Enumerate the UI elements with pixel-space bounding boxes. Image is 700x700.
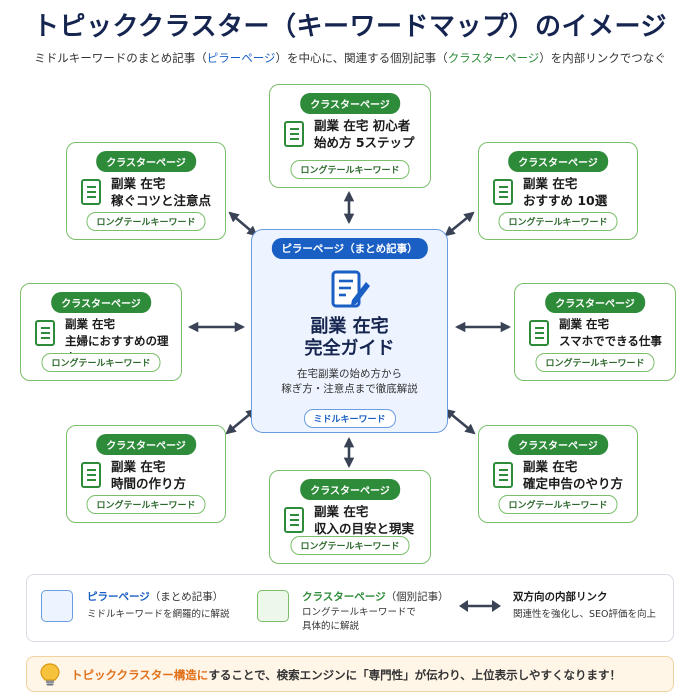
document-icon xyxy=(493,462,513,488)
document-icon xyxy=(284,507,304,533)
subtitle-part1: ミドルキーワードのまとめ記事（ xyxy=(34,51,207,65)
double-arrow-icon xyxy=(459,600,501,612)
cluster-card-tips[interactable]: クラスターページ 副業 在宅 稼ぐコツと注意点 ロングテールキーワード xyxy=(66,142,226,240)
pillar-card[interactable]: ピラーページ（まとめ記事） 副業 在宅 完全ガイド 在宅副業の始め方から 稼ぎ方… xyxy=(251,229,448,433)
cluster-keyword-badge: ロングテールキーワード xyxy=(290,160,410,179)
cluster-keyword-badge: ロングテールキーワード xyxy=(41,353,161,372)
legend-pillar-label: ピラーページ（まとめ記事） xyxy=(87,589,223,604)
cluster-keyword-badge: ロングテールキーワード xyxy=(86,212,206,231)
cluster-keyword-badge: ロングテールキーワード xyxy=(498,495,618,514)
tip-banner: トピッククラスター構造にすることで、検索エンジンに「専門性」が伝わり、上位表示し… xyxy=(26,656,674,692)
document-icon xyxy=(529,320,549,346)
cluster-tag: クラスターページ xyxy=(300,479,400,500)
pillar-tag: ピラーページ（まとめ記事） xyxy=(271,238,428,259)
cluster-title: 副業 在宅 稼ぐコツと注意点 xyxy=(111,176,212,208)
page-subtitle: ミドルキーワードのまとめ記事（ピラーページ）を中心に、関連する個別記事（クラスタ… xyxy=(0,50,700,66)
legend-cluster-name: クラスターページ xyxy=(302,591,386,603)
pillar-title: 副業 在宅 完全ガイド xyxy=(304,316,395,359)
subtitle-part3: ）を内部リンクでつなぐ xyxy=(539,51,666,65)
tip-text: トピッククラスター構造にすることで、検索エンジンに「専門性」が伝わり、上位表示し… xyxy=(71,667,621,683)
legend-cluster-label: クラスターページ（個別記事） xyxy=(302,589,449,604)
cluster-keyword-badge: ロングテールキーワード xyxy=(86,495,206,514)
tip-body: することで、検索エンジンに「専門性」が伝わり、上位表示しやすくなります！ xyxy=(208,668,622,682)
cluster-title: 副業 在宅 時間の作り方 xyxy=(111,459,187,491)
cluster-keyword-badge: ロングテールキーワード xyxy=(290,536,410,555)
cluster-card-recommend[interactable]: クラスターページ 副業 在宅 おすすめ 10選 ロングテールキーワード xyxy=(478,142,638,240)
cluster-tag: クラスターページ xyxy=(545,292,645,313)
document-icon xyxy=(284,121,304,147)
cluster-title: 副業 在宅 初心者 始め方 5ステップ xyxy=(314,118,415,150)
cluster-tag: クラスターページ xyxy=(96,151,196,172)
legend-pillar-name: ピラーページ xyxy=(87,591,150,603)
legend-link-desc: 関連性を強化し、SEO評価を向上 xyxy=(513,609,657,620)
document-icon xyxy=(81,462,101,488)
cluster-tag: クラスターページ xyxy=(96,434,196,455)
cluster-keyword-badge: ロングテールキーワード xyxy=(498,212,618,231)
legend-cluster-desc: ロングテールキーワードで 具体的に解説 xyxy=(302,607,417,632)
cluster-card-beginner[interactable]: クラスターページ 副業 在宅 初心者 始め方 5ステップ ロングテールキーワード xyxy=(269,84,431,188)
arrow-top-right xyxy=(444,211,475,237)
cluster-card-tax[interactable]: クラスターページ 副業 在宅 確定申告のやり方 ロングテールキーワード xyxy=(478,425,638,523)
document-icon xyxy=(493,179,513,205)
cluster-title: 副業 在宅 確定申告のやり方 xyxy=(523,459,624,491)
legend-pillar-swatch xyxy=(41,590,73,622)
cluster-tag: クラスターページ xyxy=(508,434,608,455)
page-title: トピッククラスター（キーワードマップ）のイメージ xyxy=(33,12,667,42)
cluster-card-housewife[interactable]: クラスターページ 副業 在宅 主婦におすすめの理由 ロングテールキーワード xyxy=(20,283,182,381)
subtitle-cluster: クラスターページ xyxy=(447,51,540,65)
legend-cluster-sub: （個別記事） xyxy=(385,591,449,603)
legend-cluster-swatch xyxy=(257,590,289,622)
cluster-keyword-badge: ロングテールキーワード xyxy=(535,353,655,372)
subtitle-pillar: ピラーページ xyxy=(206,51,276,65)
arrow-top-left xyxy=(228,211,258,237)
cluster-tag: クラスターページ xyxy=(508,151,608,172)
legend-link-label: 双方向の内部リンク xyxy=(513,591,608,603)
pillar-description: 在宅副業の始め方から 稼ぎ方・注意点まで徹底解説 xyxy=(281,368,418,395)
legend: ピラーページ（まとめ記事） ミドルキーワードを網羅的に解説 クラスターページ（個… xyxy=(26,574,674,642)
legend-pillar-desc: ミドルキーワードを網羅的に解説 xyxy=(87,609,230,620)
subtitle-part2: ）を中心に、関連する個別記事（ xyxy=(275,51,448,65)
cluster-card-time[interactable]: クラスターページ 副業 在宅 時間の作り方 ロングテールキーワード xyxy=(66,425,226,523)
cluster-title: 副業 在宅 スマホでできる仕事 xyxy=(559,317,662,348)
legend-pillar-sub: （まとめ記事） xyxy=(149,591,224,603)
cluster-tag: クラスターページ xyxy=(51,292,151,313)
document-icon xyxy=(81,179,101,205)
cluster-title: 副業 在宅 おすすめ 10選 xyxy=(523,176,608,208)
document-edit-icon xyxy=(331,270,370,308)
cluster-title: 副業 在宅 収入の目安と現実 xyxy=(314,504,415,536)
arrow-bottom-right xyxy=(444,408,476,435)
tip-highlight: トピッククラスター構造に xyxy=(71,668,209,682)
lightbulb-icon xyxy=(40,663,60,686)
cluster-card-income[interactable]: クラスターページ 副業 在宅 収入の目安と現実 ロングテールキーワード xyxy=(269,470,431,564)
pillar-keyword-badge: ミドルキーワード xyxy=(303,409,396,428)
cluster-card-smartphone[interactable]: クラスターページ 副業 在宅 スマホでできる仕事 ロングテールキーワード xyxy=(514,283,676,381)
document-icon xyxy=(35,320,55,346)
cluster-tag: クラスターページ xyxy=(300,93,400,114)
